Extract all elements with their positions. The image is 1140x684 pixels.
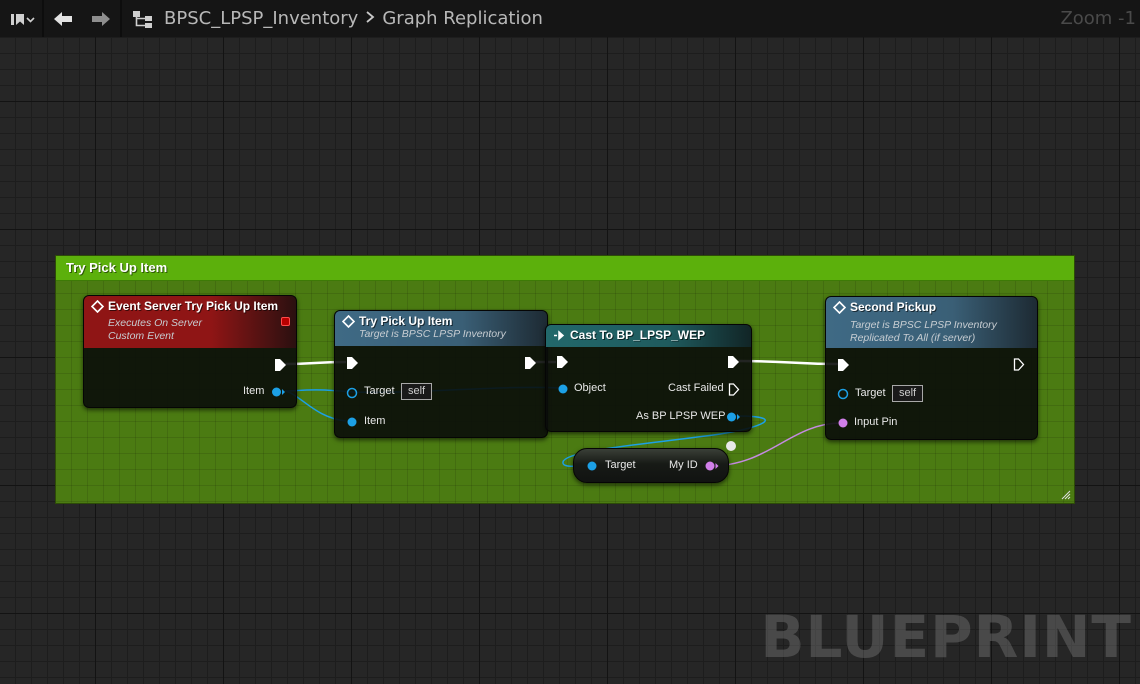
exec-out-pin-icon[interactable]: [523, 356, 537, 370]
node-header: Try Pick Up Item Target is BPSC LPSP Inv…: [335, 311, 547, 346]
node-event-server-try-pickup[interactable]: Event Server Try Pick Up Item Executes O…: [83, 295, 297, 408]
pin-label-target: Target: [855, 387, 886, 399]
node-subtitle: Target is BPSC LPSP Inventory: [850, 319, 997, 331]
reroute-knot[interactable]: [726, 441, 736, 451]
node-header: Second Pickup Target is BPSC LPSP Invent…: [826, 297, 1037, 348]
delegate-pin-icon[interactable]: [281, 317, 290, 326]
object-pin-icon[interactable]: [271, 386, 285, 398]
node-header: Event Server Try Pick Up Item Executes O…: [84, 296, 296, 348]
target-self-field[interactable]: self: [892, 385, 924, 402]
node-title: Cast To BP_LPSP_WEP: [570, 328, 706, 342]
node-try-pickup-item[interactable]: Try Pick Up Item Target is BPSC LPSP Inv…: [334, 310, 548, 438]
object-wire: [562, 415, 766, 468]
node-title: Try Pick Up Item: [359, 314, 453, 328]
node-title: Event Server Try Pick Up Item: [108, 299, 279, 313]
arrow-left-icon: [54, 11, 72, 26]
back-button[interactable]: [44, 0, 82, 37]
breadcrumb-graph[interactable]: Graph Replication: [382, 8, 543, 29]
exec-in-pin-icon[interactable]: [836, 358, 850, 372]
event-diamond-icon: [91, 300, 104, 313]
bookmark-icon: [11, 13, 35, 25]
node-header: Cast To BP_LPSP_WEP: [546, 325, 751, 347]
exec-out-pin-icon[interactable]: [726, 355, 740, 369]
target-self-field[interactable]: self: [401, 383, 433, 400]
node-subtitle: Executes On Server: [108, 317, 202, 329]
zoom-level: Zoom -1: [1060, 8, 1136, 29]
chevron-right-icon: [364, 8, 376, 29]
name-pin-icon[interactable]: [837, 417, 849, 429]
node-cast-to-bp-lpsp-wep[interactable]: Cast To BP_LPSP_WEP Object Cast Failed A…: [545, 324, 752, 432]
name-pin-icon[interactable]: [704, 460, 719, 472]
node-second-pickup[interactable]: Second Pickup Target is BPSC LPSP Invent…: [825, 296, 1038, 440]
function-icon: [342, 315, 355, 328]
node-subtitle: Custom Event: [108, 330, 174, 342]
node-title: Second Pickup: [850, 300, 937, 314]
pin-label-object: Object: [574, 382, 606, 394]
object-pin-empty-icon[interactable]: [346, 387, 358, 399]
exec-wire: [737, 359, 839, 366]
comment-title: Try Pick Up Item: [66, 260, 168, 275]
pin-label-target: Target: [605, 459, 636, 471]
forward-button[interactable]: [82, 0, 120, 37]
exec-out-pin-icon[interactable]: [273, 358, 287, 372]
pin-label-cast-failed: Cast Failed: [668, 382, 724, 394]
pin-label-item: Item: [364, 415, 386, 427]
object-pin-icon[interactable]: [586, 460, 598, 472]
comment-header[interactable]: Try Pick Up Item: [56, 256, 1074, 281]
breadcrumb-blueprint[interactable]: BPSC_LPSP_Inventory: [164, 8, 359, 29]
node-get-my-id[interactable]: Target My ID: [573, 448, 729, 483]
pin-label-my-id: My ID: [669, 459, 698, 471]
exec-in-pin-icon[interactable]: [345, 356, 359, 370]
toolbar-separator: [42, 0, 44, 37]
bookmarks-button[interactable]: [0, 0, 42, 37]
pin-label-target: Target: [364, 385, 395, 397]
object-pin-icon[interactable]: [346, 416, 358, 428]
pin-label-input-pin: Input Pin: [854, 416, 898, 428]
graph-hierarchy-icon: [133, 10, 152, 28]
pin-label-item: Item: [243, 385, 265, 397]
toolbar-separator: [120, 0, 122, 37]
node-subtitle: Replicated To All (if server): [850, 332, 976, 344]
cast-arrow-icon: [554, 330, 565, 341]
exec-out-empty-pin-icon[interactable]: [728, 383, 740, 396]
object-pin-icon[interactable]: [557, 383, 569, 395]
object-pin-icon[interactable]: [726, 411, 740, 423]
object-pin-empty-icon[interactable]: [837, 388, 849, 400]
event-diamond-icon: [833, 301, 846, 314]
blueprint-watermark: BLUEPRINT: [760, 603, 1132, 671]
pin-label-as-bp-lpsp-wep: As BP LPSP WEP: [636, 410, 726, 422]
node-subtitle: Target is BPSC LPSP Inventory: [359, 328, 506, 340]
exec-in-pin-icon[interactable]: [555, 355, 569, 369]
graph-type-icon-wrap: [122, 0, 164, 37]
exec-out-empty-pin-icon[interactable]: [1013, 358, 1025, 371]
resize-grip-icon[interactable]: [1061, 490, 1071, 500]
toolbar: BPSC_LPSP_Inventory Graph Replication Zo…: [0, 0, 1140, 37]
arrow-right-icon: [92, 11, 110, 26]
